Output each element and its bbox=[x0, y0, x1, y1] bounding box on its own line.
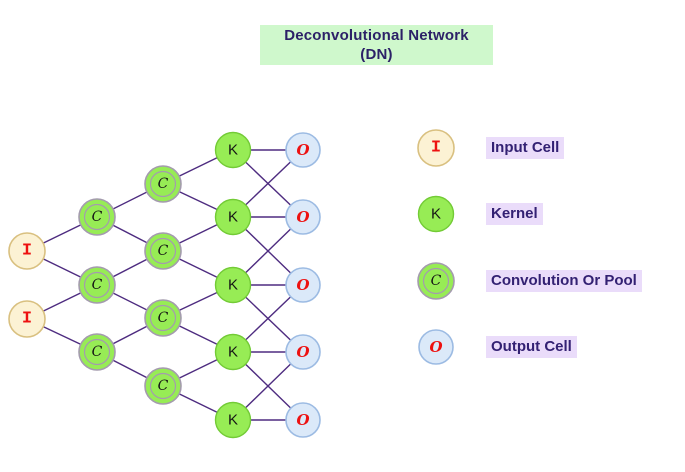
node-k4: K bbox=[214, 333, 252, 371]
node-letter: K bbox=[228, 412, 238, 429]
node-letter: K bbox=[431, 206, 441, 223]
title-line1: Deconvolutional Network bbox=[284, 27, 469, 44]
node-letter: O bbox=[296, 411, 309, 429]
legend-label-output: Output Cell bbox=[486, 336, 577, 358]
legend-label-kernel: Kernel bbox=[486, 203, 543, 225]
legend-row-convolution: C Convolution Or Pool bbox=[415, 260, 642, 302]
node-i2: I bbox=[8, 300, 46, 338]
node-letter: C bbox=[92, 209, 103, 225]
title-box: Deconvolutional Network (DN) bbox=[260, 25, 493, 65]
node-letter: C bbox=[92, 277, 103, 293]
node-k5: K bbox=[214, 401, 252, 439]
node-o1: O bbox=[285, 132, 321, 168]
legend-row-input: I Input Cell bbox=[415, 127, 565, 169]
legend-label-input: Input Cell bbox=[486, 137, 565, 159]
legend-label-convolution: Convolution Or Pool bbox=[486, 270, 642, 292]
node-letter: I bbox=[431, 139, 441, 158]
node-c21: C bbox=[78, 198, 116, 236]
node-c31: C bbox=[144, 165, 182, 203]
legend-row-output: O Output Cell bbox=[415, 326, 577, 368]
title-line2: (DN) bbox=[360, 46, 393, 63]
node-letter: K bbox=[228, 344, 238, 361]
node-i1: I bbox=[8, 232, 46, 270]
legend-node-I: I bbox=[417, 129, 455, 167]
node-letter: K bbox=[228, 142, 238, 159]
node-letter: C bbox=[158, 176, 169, 192]
node-c32: C bbox=[144, 232, 182, 270]
node-letter: O bbox=[296, 208, 309, 226]
node-letter: C bbox=[431, 273, 442, 289]
node-letter: C bbox=[158, 310, 169, 326]
legend-node-K: K bbox=[417, 195, 455, 233]
input-cell-icon: I bbox=[417, 129, 455, 167]
node-o5: O bbox=[285, 402, 321, 438]
legend-node-O: O bbox=[418, 329, 454, 365]
legend-node-C: C bbox=[417, 262, 455, 300]
node-o2: O bbox=[285, 199, 321, 235]
node-letter: C bbox=[92, 344, 103, 360]
node-c33: C bbox=[144, 299, 182, 337]
node-letter: O bbox=[429, 338, 442, 356]
node-c23: C bbox=[78, 333, 116, 371]
node-c22: C bbox=[78, 266, 116, 304]
node-letter: O bbox=[296, 141, 309, 159]
node-letter: O bbox=[296, 276, 309, 294]
node-letter: I bbox=[22, 310, 32, 329]
legend-row-kernel: K Kernel bbox=[415, 193, 543, 235]
node-letter: O bbox=[296, 343, 309, 361]
node-k1: K bbox=[214, 131, 252, 169]
output-cell-icon: O bbox=[418, 329, 454, 365]
node-letter: C bbox=[158, 243, 169, 259]
node-letter: C bbox=[158, 378, 169, 394]
node-o3: O bbox=[285, 267, 321, 303]
node-k3: K bbox=[214, 266, 252, 304]
convolution-or-pool-icon: C bbox=[417, 262, 455, 300]
node-c34: C bbox=[144, 367, 182, 405]
node-letter: K bbox=[228, 277, 238, 294]
kernel-icon: K bbox=[417, 195, 455, 233]
node-o4: O bbox=[285, 334, 321, 370]
node-letter: I bbox=[22, 242, 32, 261]
node-k2: K bbox=[214, 198, 252, 236]
node-letter: K bbox=[228, 209, 238, 226]
